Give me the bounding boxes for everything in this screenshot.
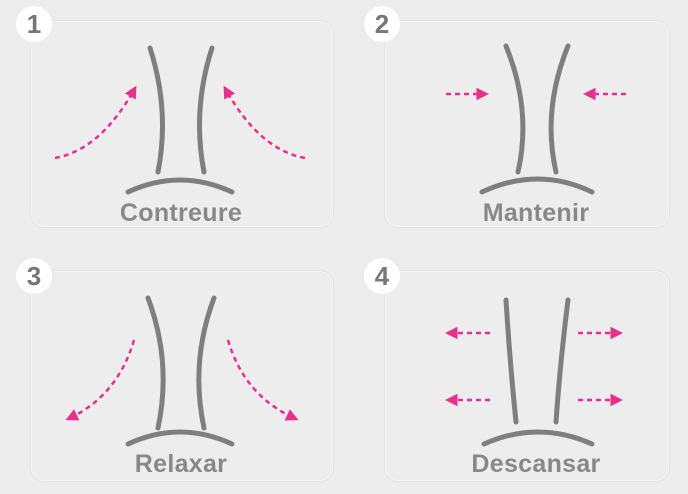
step-label-3: Relaxar [71,450,291,479]
panel-2-shape [482,46,592,192]
panel-1-arrow-right [226,90,305,158]
step-label-4: Descansar [426,450,646,479]
step-label-1: Contreure [71,199,291,228]
panel-3-arrow-right [228,340,294,418]
panel-4-shape [484,300,592,444]
panel-1-shape [128,48,232,192]
step-number-2: 2 [364,6,400,42]
step-label-2: Mantenir [426,199,646,228]
panel-3-shape [128,298,232,444]
step-number-4: 4 [364,258,400,294]
panel-3-arrow-left [70,340,134,418]
panel-1-arrow-left [55,90,134,158]
step-number-3: 3 [16,258,52,294]
step-number-1: 1 [16,6,52,42]
